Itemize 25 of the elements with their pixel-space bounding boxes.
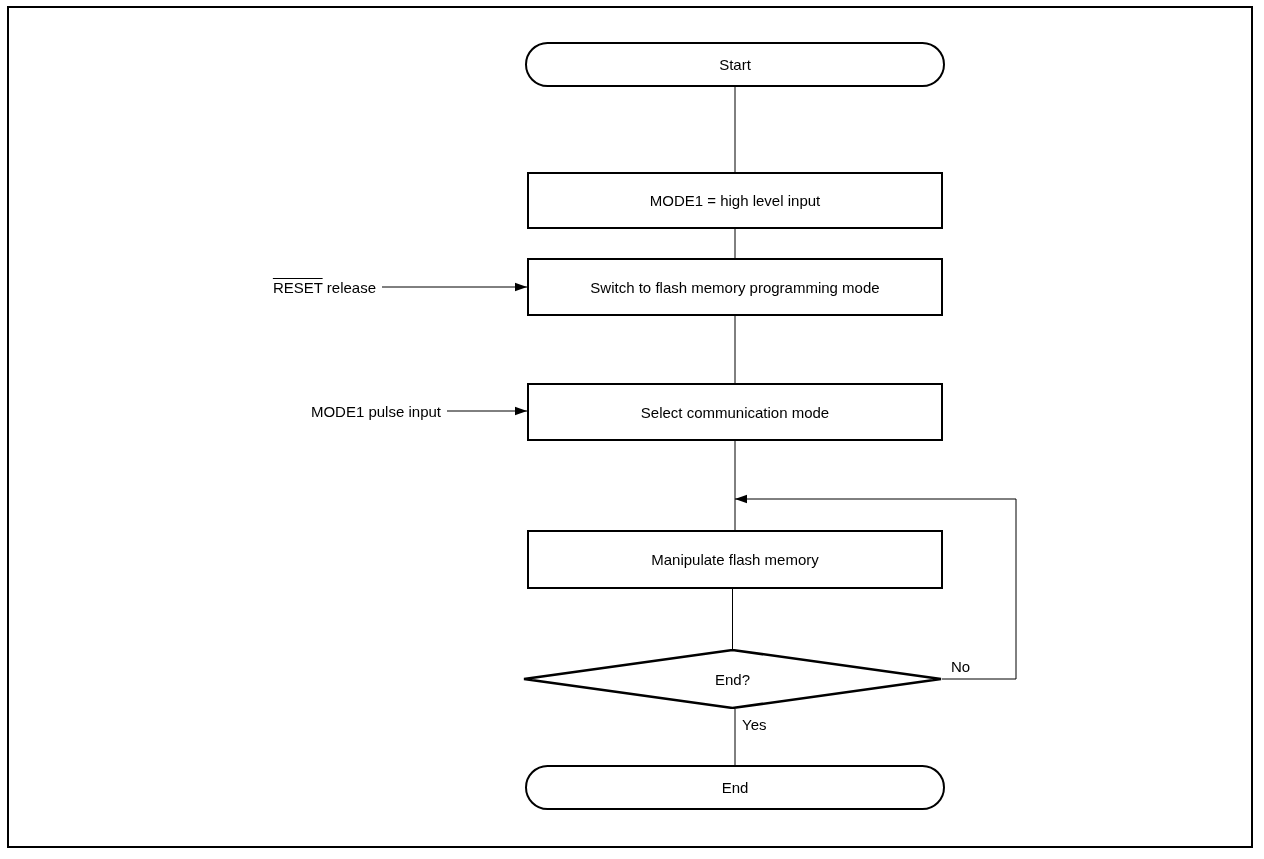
connector-line bbox=[734, 708, 736, 766]
process-box bbox=[527, 258, 943, 316]
process-box bbox=[527, 172, 943, 229]
node-label: Switch to flash memory programming mode bbox=[590, 278, 880, 296]
node-label: Start bbox=[719, 56, 751, 73]
connector-line bbox=[732, 588, 733, 650]
node-label: RESET release bbox=[272, 278, 376, 296]
arrow bbox=[734, 494, 1017, 680]
connector-line bbox=[734, 440, 736, 531]
node-label: MODE1 = high level input bbox=[649, 192, 821, 209]
decision-diamond bbox=[523, 649, 942, 709]
node-label: End bbox=[721, 779, 749, 796]
process-box bbox=[527, 530, 943, 589]
node-label: MODE1 pulse input bbox=[310, 402, 441, 420]
arrow bbox=[381, 282, 528, 292]
process-box bbox=[527, 383, 943, 441]
terminal-shape bbox=[525, 765, 945, 810]
node-label: End? bbox=[714, 670, 750, 688]
node-label: Manipulate flash memory bbox=[651, 551, 819, 568]
connector-line bbox=[734, 228, 736, 259]
connector-line bbox=[734, 315, 736, 384]
connector-line bbox=[734, 86, 736, 173]
terminal-shape bbox=[525, 42, 945, 87]
arrow bbox=[446, 406, 528, 416]
node-label: Select communication mode bbox=[640, 403, 830, 421]
